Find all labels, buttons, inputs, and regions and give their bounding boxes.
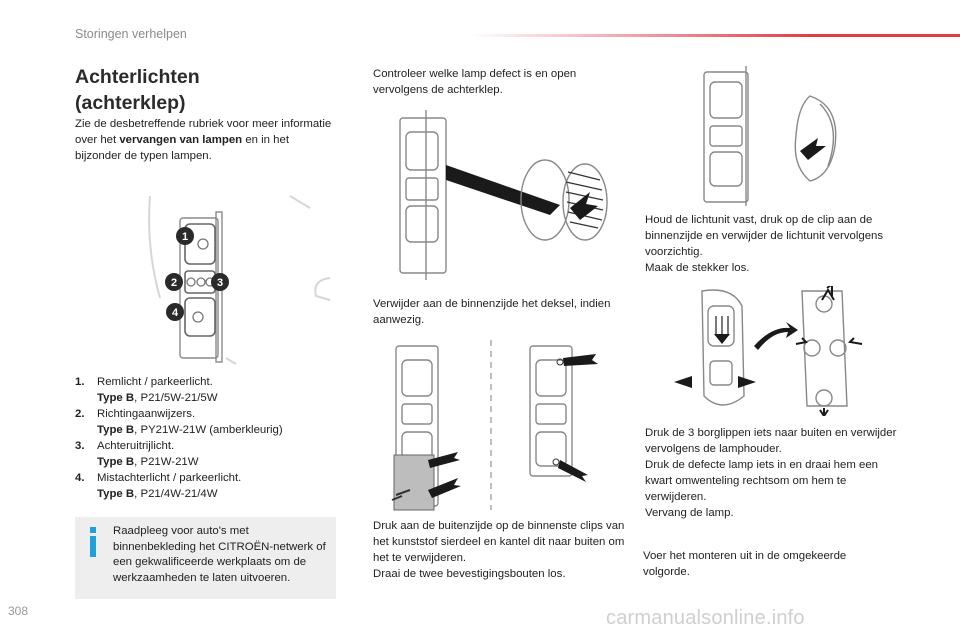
- rear-light-cluster-diagram: 1 2 3 4: [148, 195, 331, 365]
- step-marker-icon: [628, 505, 645, 521]
- info-icon: [90, 527, 96, 557]
- callout-4: 4: [172, 307, 179, 319]
- step-marker-icon: [628, 212, 645, 260]
- lamp-item-4: 4. Mistachterlicht / parkeerlicht.Type B…: [75, 472, 242, 500]
- trim-removal-diagram: [391, 340, 598, 511]
- step-marker-icon: [356, 296, 373, 328]
- page-number: 308: [8, 604, 29, 618]
- watermark: carmanualsonline.info: [606, 607, 805, 629]
- step-marker-icon: [628, 425, 645, 457]
- intro-paragraph: Zie de desbetreffende rubriek voor meer …: [75, 118, 332, 162]
- lamp-item-2: 2. Richtingaanwijzers.Type B, PY21W-21W …: [75, 408, 283, 436]
- header-accent-bar: [470, 34, 960, 37]
- lamp-item-3: 3. Achteruitrijlicht.Type B, P21W-21W: [75, 440, 199, 468]
- closing-note: Voer het monteren uit in de omgekeerde v…: [643, 550, 847, 578]
- step-marker-icon: [628, 260, 645, 276]
- page-title: Achterlichten (achterklep): [75, 66, 200, 114]
- lamp-item-1: 1. Remlicht / parkeerlicht.Type B, P21/5…: [75, 376, 218, 404]
- steps-remove-light-unit: Houd de lichtunit vast, druk op de clip …: [628, 212, 904, 276]
- callout-2: 2: [171, 277, 177, 289]
- step-open-tailgate: Controleer welke lamp defect is en open …: [356, 66, 616, 98]
- lamp-holder-diagram: [674, 286, 863, 416]
- link-lamp-replacement: vervangen van lampen: [119, 134, 243, 146]
- step-remove-cover: Verwijder aan de binnenzijde het deksel,…: [356, 296, 616, 328]
- light-unit-removal-diagram: [703, 66, 837, 206]
- step-marker-icon: [356, 66, 373, 98]
- section-header: Storingen verhelpen: [75, 27, 187, 41]
- info-text: Raadpleeg voor auto's met binnenbekledin…: [113, 525, 326, 584]
- step-marker-icon: [628, 457, 645, 505]
- info-box: Raadpleeg voor auto's met binnenbekledin…: [75, 517, 336, 599]
- lamp-list: 1. Remlicht / parkeerlicht.Type B, P21/5…: [75, 374, 337, 502]
- step-marker-icon: [356, 566, 373, 582]
- steps-trim-and-bolts: Druk aan de buitenzijde op de binnenste …: [356, 518, 630, 582]
- callout-3: 3: [217, 277, 223, 289]
- step-marker-icon: [356, 518, 373, 566]
- tailgate-cover-diagram: [399, 110, 608, 280]
- steps-replace-lamp: Druk de 3 borglippen iets naar buiten en…: [628, 425, 904, 521]
- callout-1: 1: [182, 231, 188, 243]
